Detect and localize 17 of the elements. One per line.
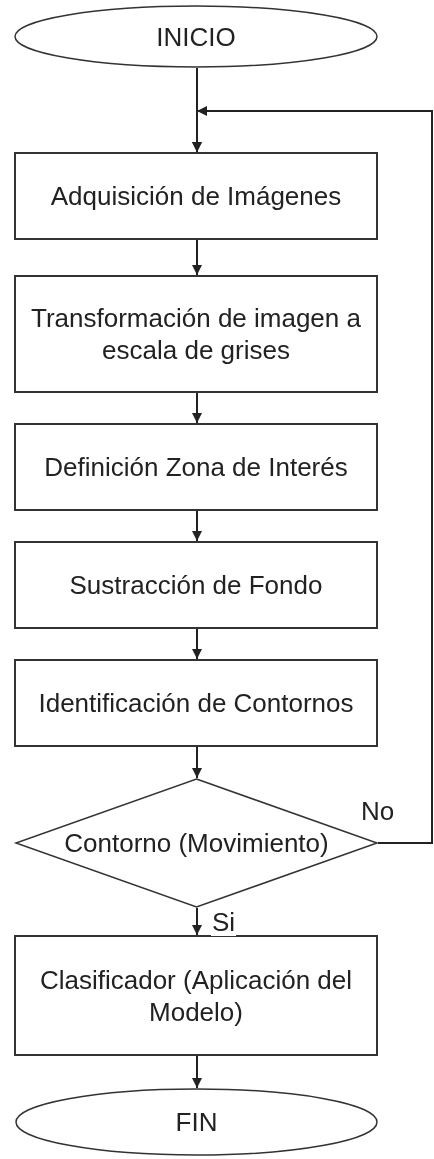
node-text: Definición Zona de Interés <box>44 451 348 483</box>
process-box <box>14 659 378 747</box>
node-text: Transformación de imagen a escala de grises <box>30 302 362 366</box>
node-text: Identificación de Contornos <box>38 687 354 719</box>
process-box <box>14 935 378 1056</box>
terminal-ellipse <box>14 5 378 68</box>
process-box <box>14 275 378 393</box>
node-text: Sustracción de Fondo <box>69 569 323 601</box>
process-box <box>14 152 378 240</box>
terminal-ellipse <box>15 1088 378 1156</box>
process-box <box>14 423 378 511</box>
node-text: FIN <box>175 1106 218 1138</box>
process-box <box>14 541 378 629</box>
node-text: Clasificador (Aplicación del Modelo) <box>38 963 354 1028</box>
node-text: INICIO <box>156 20 236 53</box>
node-text: Adquisición de Imágenes <box>50 180 342 212</box>
node-text: Contorno (Movimiento) <box>64 827 329 859</box>
